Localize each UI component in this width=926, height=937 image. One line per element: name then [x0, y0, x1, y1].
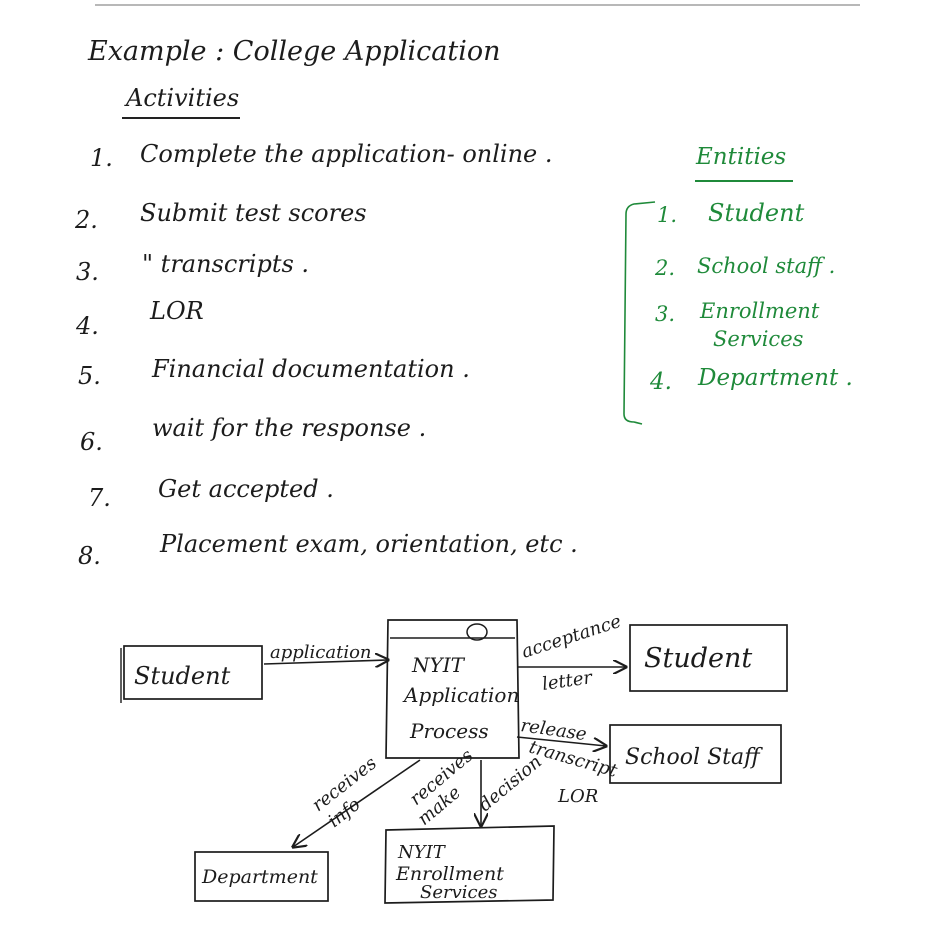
- enrollment-box: [384, 825, 555, 904]
- activity-item: wait for the response .: [152, 414, 427, 442]
- activity-item: Get accepted .: [158, 475, 334, 503]
- student-right-box: [629, 624, 788, 692]
- student-left-label: Student: [134, 662, 231, 690]
- process-circle-icon: [466, 623, 488, 641]
- process-line1: NYIT: [411, 653, 466, 677]
- entity-item: Student: [708, 199, 805, 227]
- letter-label: letter: [541, 667, 595, 695]
- enrollment-line3: Services: [420, 882, 497, 903]
- entity-number: 1.: [657, 203, 678, 227]
- entities-underline: [695, 180, 793, 182]
- activity-item: LOR: [150, 297, 204, 325]
- activities-heading: Activities: [126, 84, 240, 112]
- activity-item: Placement exam, orientation, etc .: [160, 530, 578, 558]
- entity-number: 3.: [655, 302, 676, 326]
- school-staff-box: [609, 724, 782, 784]
- activity-item: Complete the application- online .: [140, 140, 553, 168]
- acceptance-label: acceptance: [519, 611, 624, 663]
- top-rule: [95, 4, 860, 6]
- entity-item: Department .: [698, 365, 853, 391]
- release-label: release: [519, 715, 588, 745]
- activity-number: 1.: [90, 144, 113, 172]
- entities-bracket: [623, 201, 656, 425]
- page-title: Example : College Application: [88, 36, 501, 67]
- student-right-label: Student: [644, 643, 752, 674]
- enrollment-line2: Enrollment: [395, 863, 504, 885]
- activity-item: Financial documentation .: [152, 355, 470, 383]
- activity-item: " transcripts .: [142, 250, 310, 278]
- entity-item: Enrollment: [700, 299, 820, 323]
- entity-number: 4.: [650, 369, 672, 395]
- lor-label: LOR: [557, 786, 598, 807]
- activity-number: 6.: [80, 428, 103, 456]
- entity-number: 2.: [655, 256, 676, 280]
- activity-number: 4.: [76, 312, 99, 340]
- activity-number: 2.: [75, 206, 98, 234]
- entity-item-line2: Services: [713, 327, 804, 351]
- department-box: [194, 851, 329, 902]
- entities-heading: Entities: [696, 144, 787, 170]
- process-box: [385, 619, 520, 759]
- process-line2: Application: [402, 683, 519, 707]
- decision-label: decision: [475, 751, 546, 816]
- activity-item: Submit test scores: [140, 199, 367, 227]
- enrollment-line1: NYIT: [397, 842, 447, 863]
- activity-number: 5.: [78, 362, 101, 390]
- activity-number: 3.: [76, 258, 99, 286]
- receives-info-arrow: [293, 759, 421, 847]
- application-label: application: [270, 642, 372, 663]
- activity-number: 8.: [78, 542, 101, 570]
- department-label: Department: [201, 866, 318, 888]
- activity-number: 7.: [88, 484, 111, 512]
- school-staff-label: School Staff: [625, 745, 763, 770]
- process-line3: Process: [409, 719, 489, 743]
- release-arrow: [516, 736, 606, 746]
- student-left-box: [123, 645, 263, 700]
- application-arrow: [263, 660, 388, 664]
- entity-item: School staff .: [697, 254, 836, 278]
- activities-underline: [122, 117, 240, 119]
